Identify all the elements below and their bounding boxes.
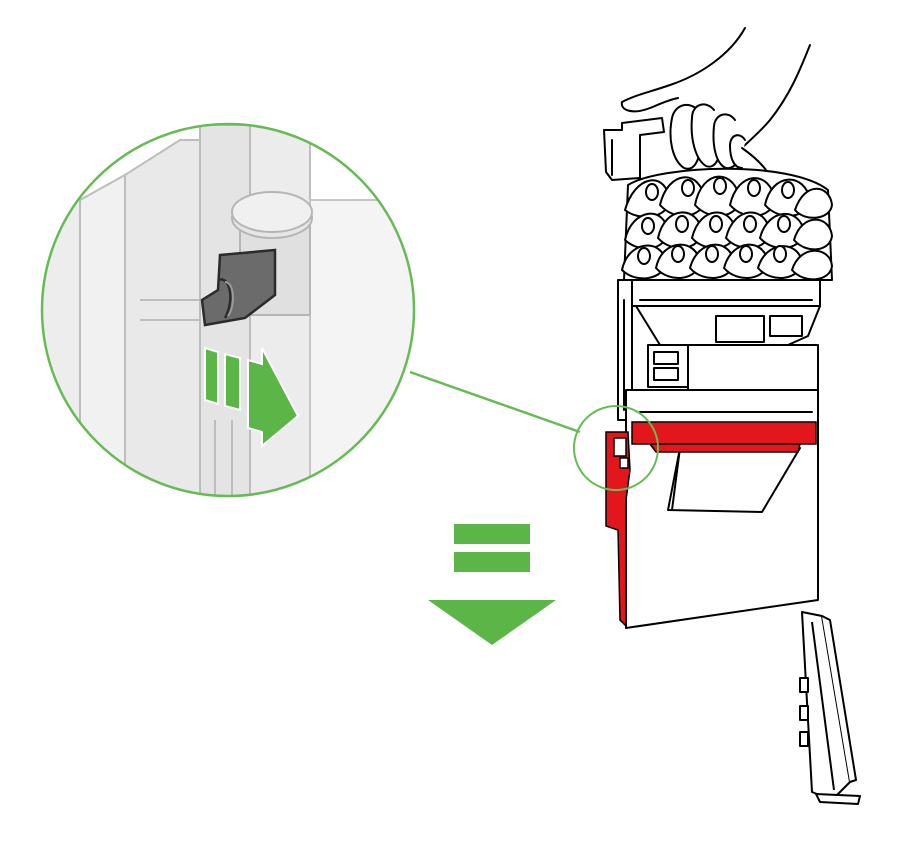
zoom-callout (40, 122, 581, 498)
callout-leader-line (409, 370, 581, 434)
arrow-right-icon (204, 346, 300, 449)
latch-small (613, 437, 629, 469)
bin-door (799, 611, 861, 805)
red-bin-rim (631, 421, 817, 445)
release-latch (200, 248, 277, 327)
arrow-down-icon (428, 524, 556, 645)
cyclone-petals-top (624, 175, 833, 219)
hand-illustration (620, 27, 811, 171)
zoom-circle (40, 122, 416, 498)
red-release-slider (605, 431, 631, 628)
latch-location-marker (573, 405, 659, 491)
cyclone-petals-bottom (621, 243, 833, 281)
highlighted-release-parts (605, 421, 817, 628)
vacuum-bin-assembly (603, 27, 833, 629)
cyclone-head (621, 167, 833, 414)
cyclone-petals-middle (624, 211, 833, 251)
